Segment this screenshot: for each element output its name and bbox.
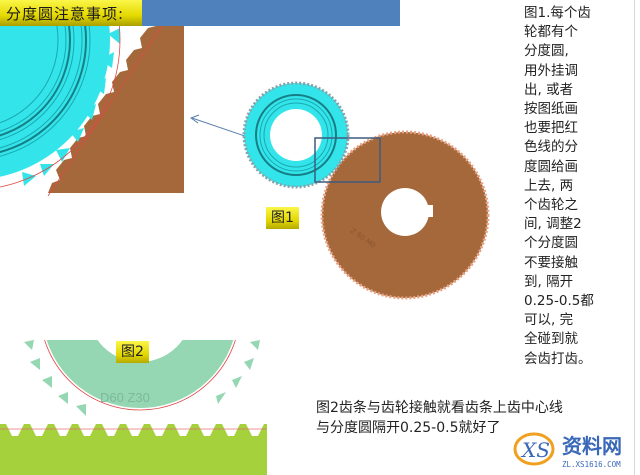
watermark-logo-icon xyxy=(513,432,555,466)
note-line: 轮都有个 xyxy=(524,24,578,41)
note-line: 图2齿条与齿轮接触就看齿条上齿中心线 xyxy=(316,400,563,416)
figure2-label: 图2 xyxy=(116,341,149,363)
header-blue-bar xyxy=(142,0,400,26)
detail-box xyxy=(314,137,381,183)
note-line: 按图纸画 xyxy=(524,101,578,118)
figure2-gear: D60 Z30 xyxy=(24,340,260,416)
brown-gear: Z 80 M0 xyxy=(320,130,490,300)
note-line: 图1.每个齿 xyxy=(524,5,591,21)
bottom-note: 图2齿条与齿轮接触就看齿条上齿中心线 与分度圆隔开0.25-0.5就好了 xyxy=(316,398,616,438)
note-line: 个分度圆 xyxy=(524,235,578,252)
svg-text:XS: XS xyxy=(520,438,550,462)
cyan-gear xyxy=(242,81,350,189)
note-line: 到, 隔开 xyxy=(524,273,574,290)
rack xyxy=(0,424,267,475)
note-line: 也要把红 xyxy=(524,120,578,137)
svg-text:D60 Z30: D60 Z30 xyxy=(100,390,150,405)
note-line: 可以, 完 xyxy=(524,312,574,329)
note-line: 间, 调整2 xyxy=(524,216,582,233)
note-line: 与分度圆隔开0.25-0.5就好了 xyxy=(316,420,501,436)
note-line: 上去, 两 xyxy=(524,177,574,194)
note-line: 出, 或者 xyxy=(524,81,574,98)
note-line: 0.25-0.5都 xyxy=(524,293,594,310)
note-line: 不要接触 xyxy=(524,254,578,271)
note-line: 色线的分 xyxy=(524,139,578,156)
zoomed-detail xyxy=(0,26,184,196)
note-line: 用外挂调 xyxy=(524,62,578,79)
note-line: 分度圆, xyxy=(524,43,569,60)
note-line: 全碰到就 xyxy=(524,331,578,348)
title-bar: 分度圆注意事项: xyxy=(0,0,142,26)
svg-text:资料网: 资料网 xyxy=(562,434,622,458)
note-line: 度圆给画 xyxy=(524,158,578,175)
note-line: 会齿打齿。 xyxy=(524,350,592,367)
figure1-label: 图1 xyxy=(266,207,299,229)
note-line: 个齿轮之 xyxy=(524,197,578,214)
watermark: XS 资料网 ZL.XS1616.COM xyxy=(512,425,638,473)
right-note: 图1.每个齿 轮都有个 分度圆, 用外挂调 出, 或者 按图纸画 也要把红 色线… xyxy=(524,4,610,369)
svg-text:ZL.XS1616.COM: ZL.XS1616.COM xyxy=(562,460,621,469)
slide-title: 分度圆注意事项: xyxy=(6,5,125,23)
